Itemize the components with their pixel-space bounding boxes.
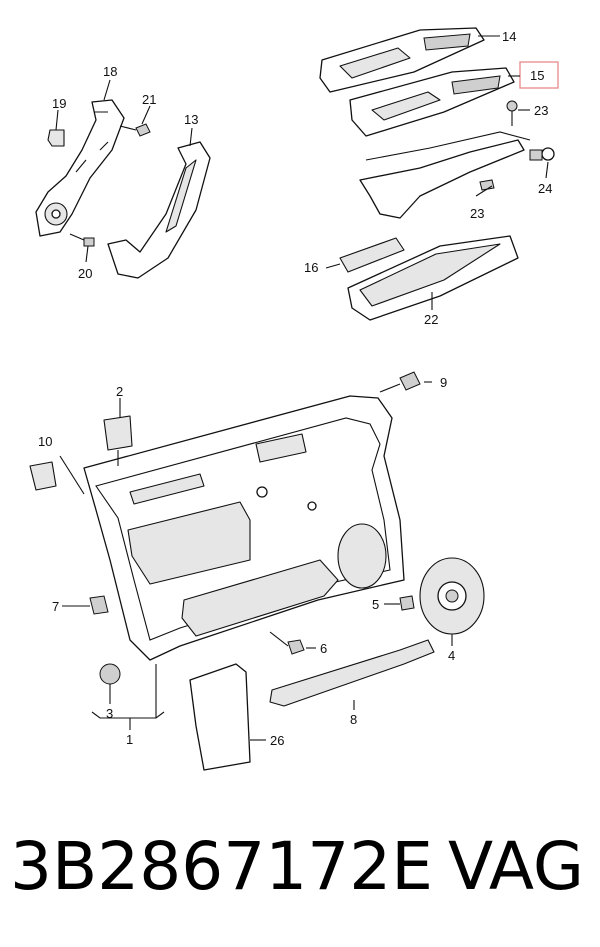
clip-7 (89, 595, 109, 615)
exploded-parts-diagram: 18 19 21 13 20 14 15 23 24 23 16 22 9 2 … (29, 27, 559, 771)
callout-18: 18 (103, 64, 117, 79)
switch-bezel-15 (349, 67, 515, 137)
callout-22: 22 (424, 312, 438, 327)
callout-23-lower: 23 (470, 206, 484, 221)
handle-bracket-18 (35, 99, 125, 237)
screw-21 (119, 123, 151, 137)
clip-24 (529, 147, 555, 161)
switch-holder-22 (347, 235, 519, 321)
window-regulator-trim (359, 131, 531, 219)
seal-strip-8 (269, 639, 435, 707)
callout-6: 6 (320, 641, 327, 656)
screw-9 (379, 371, 421, 393)
switch-bezel-14 (319, 27, 485, 93)
insulation-26 (189, 663, 251, 771)
callout-21: 21 (142, 92, 156, 107)
door-panel-1 (83, 395, 405, 661)
callout-20: 20 (78, 266, 92, 281)
callout-19: 19 (52, 96, 66, 111)
screw-23-upper (506, 100, 518, 126)
clip-19 (47, 129, 65, 147)
callout-9: 9 (440, 375, 447, 390)
callout-26: 26 (270, 733, 284, 748)
callout-15: 15 (530, 68, 544, 83)
clip-5 (399, 595, 415, 611)
highlight-box-15 (519, 61, 559, 89)
speaker-cover-4 (419, 557, 485, 635)
callout-3: 3 (106, 706, 113, 721)
callout-16: 16 (304, 260, 318, 275)
handle-pull-2 (103, 415, 133, 466)
callout-2: 2 (116, 384, 123, 399)
callout-10: 10 (38, 434, 52, 449)
callout-4: 4 (448, 648, 455, 663)
callout-5: 5 (372, 597, 379, 612)
screw-20 (69, 233, 95, 247)
callout-14: 14 (502, 29, 516, 44)
callout-13: 13 (184, 112, 198, 127)
part-number-label: 3B2867172E (10, 828, 433, 905)
clip-3 (99, 663, 121, 685)
callout-23-upper: 23 (534, 103, 548, 118)
insert-16 (339, 237, 405, 273)
callout-8: 8 (350, 712, 357, 727)
callout-7: 7 (52, 599, 59, 614)
callout-24: 24 (538, 181, 552, 196)
brand-label: VAG (448, 828, 585, 905)
grab-handle-13 (107, 141, 211, 279)
screw-6 (269, 631, 305, 655)
clip-10 (29, 461, 57, 491)
callout-1: 1 (126, 732, 133, 747)
